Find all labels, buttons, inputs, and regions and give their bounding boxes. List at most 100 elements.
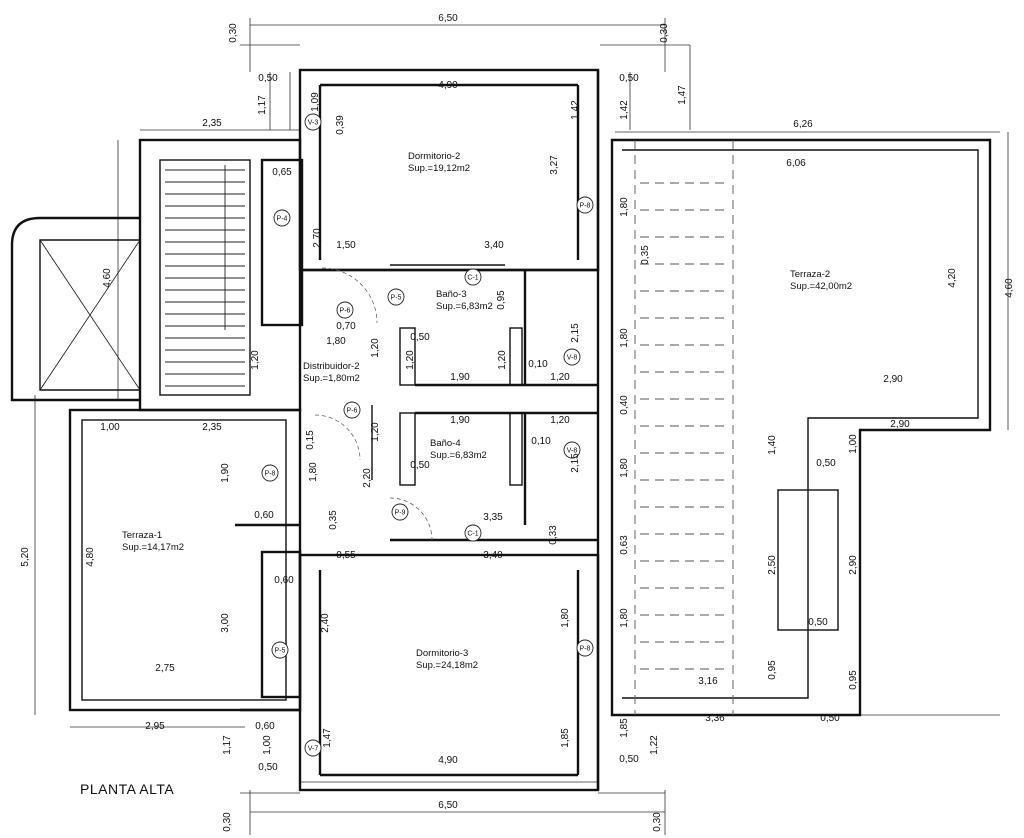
room-name: Baño-3 — [436, 289, 467, 300]
dim-label: 1,85 — [619, 718, 630, 738]
dim-label: 3,40 — [483, 550, 503, 561]
opening-tags: V-3 P-4 P-8 P-6 P-5 C-1 V-8 P-6 V-8 P-8 … — [261, 113, 594, 757]
dim-label: 0,30 — [222, 812, 233, 832]
dim-label: 2,15 — [570, 453, 581, 473]
dim-label: 0,50 — [410, 332, 430, 343]
dim-label: 2,90 — [883, 374, 903, 385]
dim-label: 0,50 — [619, 754, 639, 765]
dim-label: 1,09 — [310, 92, 321, 112]
tag-marker: P-8 — [576, 639, 594, 657]
tag-label: P-9 — [395, 510, 406, 517]
dim-label: 1,20 — [370, 422, 381, 442]
plan-title: PLANTA ALTA — [80, 781, 174, 797]
room-labels: Dormitorio-2 Sup.=19,12m2 Baño-3 Sup.=6,… — [122, 151, 852, 671]
dim-label: 1,00 — [262, 735, 273, 755]
dim-label: 2,75 — [155, 663, 175, 674]
dim-label: 1,85 — [560, 728, 571, 748]
dim-label: 2,90 — [890, 419, 910, 430]
dim-label: 2,95 — [145, 721, 165, 732]
room-name: Distribuidor-2 — [303, 361, 360, 372]
room-area: Sup.=1,80m2 — [303, 373, 360, 384]
dim-label: 0,70 — [336, 321, 356, 332]
dim-label: 2,40 — [320, 613, 331, 633]
room-name: Dormitorio-2 — [408, 151, 460, 162]
dim-label: 0,35 — [328, 510, 339, 530]
dim-label: 0,10 — [528, 359, 548, 370]
dim-label: 4,20 — [947, 268, 958, 288]
dim-label: 1,20 — [405, 350, 416, 370]
dim-label: 0,30 — [659, 23, 670, 43]
dim-label: 0,33 — [548, 525, 559, 545]
room-area: Sup.=6,83m2 — [436, 301, 493, 312]
tag-marker: P-6 — [336, 301, 354, 319]
dim-label: 1,80 — [619, 197, 630, 217]
dim-label: 1,80 — [619, 458, 630, 478]
dim-label: 0,50 — [258, 762, 278, 773]
room-area: Sup.=24,18m2 — [416, 660, 478, 671]
dim-label: 1,50 — [336, 240, 356, 251]
dim-label: 0,50 — [410, 460, 430, 471]
dim-label: 0,50 — [619, 73, 639, 84]
dim-label: 3,27 — [549, 155, 560, 175]
dim-label: 2,35 — [202, 118, 222, 129]
dim-label: 6,50 — [438, 800, 458, 811]
dim-label: 2,90 — [848, 555, 859, 575]
dim-label: 1,80 — [326, 336, 346, 347]
dim-label: 1,00 — [100, 422, 120, 433]
dim-label: 5,20 — [20, 547, 31, 567]
dim-label: 4,60 — [1004, 278, 1015, 298]
room-area: Sup.=6,83m2 — [430, 450, 487, 461]
tag-marker: V-8 — [563, 348, 581, 366]
dim-label: 0,60 — [255, 721, 275, 732]
room-area: Sup.=19,12m2 — [408, 163, 470, 174]
dim-label: 1,47 — [322, 728, 333, 748]
dim-label: 3,35 — [483, 512, 503, 523]
tag-label: P-4 — [277, 216, 288, 223]
tag-marker: V-7 — [304, 739, 322, 757]
dim-label: 1,20 — [250, 350, 261, 370]
dim-label: 0,50 — [820, 713, 840, 724]
dim-label: 0,95 — [767, 660, 778, 680]
dim-label: 2,70 — [312, 228, 323, 248]
room-name: Terraza-1 — [122, 530, 162, 541]
dim-label: 0,30 — [652, 812, 663, 832]
tag-marker: P-5 — [271, 641, 289, 659]
dim-label: 0,65 — [272, 167, 292, 178]
room-area: Sup.=42,00m2 — [790, 281, 852, 292]
dim-label: 2,50 — [767, 555, 778, 575]
dim-label: 4,60 — [102, 268, 113, 288]
dim-label: 1,90 — [450, 415, 470, 426]
dim-label: 1,20 — [370, 338, 381, 358]
dim-label: 1,80 — [619, 328, 630, 348]
dim-label: 1,17 — [257, 95, 268, 115]
dim-label: 1,80 — [560, 608, 571, 628]
room-area: Sup.=14,17m2 — [122, 542, 184, 553]
tag-label: V-8 — [567, 355, 578, 362]
dim-label: 0,95 — [496, 290, 507, 310]
dim-label: 1,90 — [220, 463, 231, 483]
tag-label: C-1 — [467, 275, 478, 282]
dim-label: 6,50 — [438, 13, 458, 24]
tag-label: V-3 — [308, 120, 319, 127]
dim-label: 0,15 — [305, 430, 316, 450]
tag-label: V-7 — [308, 746, 319, 753]
tag-label: P-5 — [275, 648, 286, 655]
dim-label: 3,00 — [220, 613, 231, 633]
dim-label: 2,20 — [362, 468, 373, 488]
dim-label: 1,80 — [308, 462, 319, 482]
dim-label: 1,47 — [677, 85, 688, 105]
tag-marker: V-8 — [563, 441, 581, 459]
dim-label: 0,10 — [531, 436, 551, 447]
dim-label: 3,36 — [705, 713, 725, 724]
dim-label: 1,42 — [570, 100, 581, 120]
tag-marker: P-9 — [391, 503, 409, 521]
tag-label: C-1 — [467, 531, 478, 538]
dim-label: 1,20 — [497, 350, 508, 370]
dim-label: 0,60 — [274, 575, 294, 586]
dim-label: 6,26 — [793, 119, 813, 130]
dim-label: 0,30 — [228, 23, 239, 43]
tag-marker: P-8 — [576, 196, 594, 214]
tag-label: P-6 — [347, 408, 358, 415]
dim-label: 0,50 — [808, 617, 828, 628]
